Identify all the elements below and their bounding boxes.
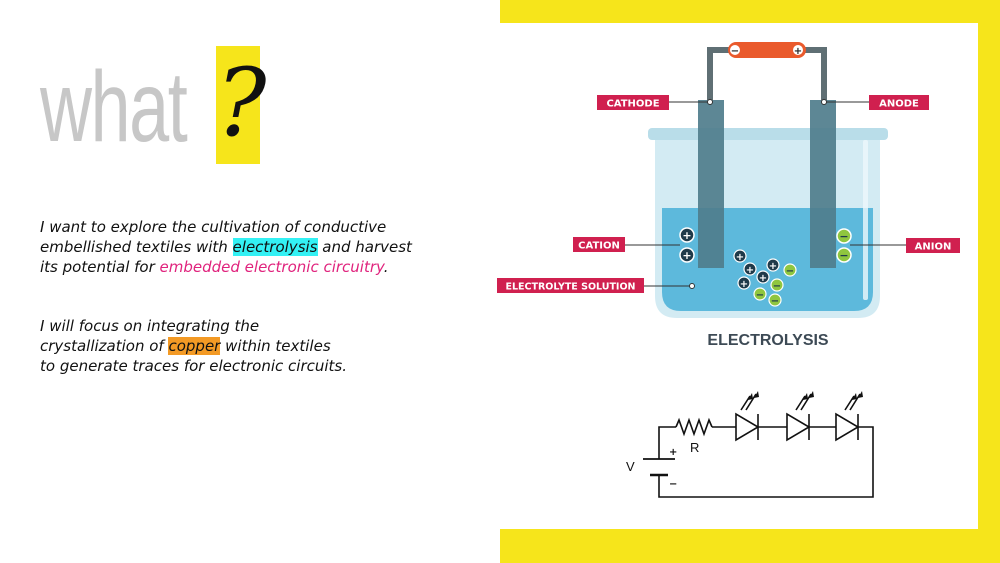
led-circuit <box>643 393 874 498</box>
led-light-rays <box>740 393 861 411</box>
svg-text:−: − <box>773 281 781 292</box>
battery-plus-terminal <box>793 45 803 55</box>
copper-highlight: copper <box>168 337 221 355</box>
anode-wire <box>805 47 827 100</box>
heading-what: what <box>40 51 188 163</box>
focus-line-1: I will focus on integrating the <box>40 317 260 335</box>
anode-label-box <box>869 95 929 110</box>
led-1 <box>735 412 760 442</box>
source-plus-sign: + <box>669 447 677 458</box>
anode-electrode <box>810 100 836 268</box>
svg-text:+: + <box>736 252 744 263</box>
svg-text:+: + <box>746 265 754 276</box>
anion-ion <box>836 247 852 263</box>
led-2 <box>786 412 811 442</box>
resistor <box>675 417 713 437</box>
svg-text:−: − <box>756 290 764 301</box>
cation-label: CATION <box>578 241 620 252</box>
focus-paragraph: I will focus on integrating the crystall… <box>40 316 347 376</box>
focus-line-2: crystallization of copper within textile… <box>40 336 347 356</box>
anion-sign: − <box>839 249 848 262</box>
led-arrowheads <box>748 391 863 400</box>
cathode-wire <box>707 47 730 100</box>
cathode-label-box <box>597 95 669 110</box>
circuit-wire-return <box>658 426 874 498</box>
source-minus-sign: − <box>669 479 677 490</box>
intro-line-3-pre: its potential for <box>40 258 160 276</box>
solution-label-box <box>497 278 644 293</box>
anions-at-anode: − − <box>836 228 852 263</box>
voltage-label: V <box>626 459 635 474</box>
svg-text:−: − <box>771 296 779 307</box>
electrolysis-title: ELECTROLYSIS <box>707 332 829 349</box>
cathode-label: CATHODE <box>606 99 659 110</box>
svg-text:+: + <box>769 261 777 272</box>
cation-sign: + <box>682 249 691 262</box>
svg-text:−: − <box>786 266 794 277</box>
svg-text:+: + <box>740 279 748 290</box>
focus-line-3: to generate traces for electronic circui… <box>40 357 347 375</box>
cation-label-box <box>573 237 625 252</box>
battery-minus-terminal <box>730 45 740 55</box>
cation-ion <box>679 227 695 243</box>
electrolysis-highlight: electrolysis <box>232 238 318 256</box>
battery <box>728 42 806 58</box>
anion-label: ANION <box>915 242 952 253</box>
intro-line-3: its potential for embedded electronic ci… <box>40 257 412 277</box>
beaker-rim <box>648 128 888 140</box>
intro-paragraph: I want to explore the cultivation of con… <box>40 217 412 277</box>
cathode-electrode <box>698 100 724 268</box>
anode-label: ANODE <box>879 99 919 110</box>
anion-label-box <box>906 238 960 253</box>
intro-line-1: I want to explore the cultivation of con… <box>40 218 387 236</box>
circuit-wire-left <box>658 426 676 459</box>
question-mark-box: ? <box>216 46 267 164</box>
focus-line-2-post: within textiles <box>220 337 331 355</box>
ion-cluster: + + + + + − − − − <box>733 249 797 307</box>
cations-at-cathode: + + <box>679 227 695 263</box>
svg-text:+: + <box>759 273 767 284</box>
question-mark: ? <box>216 49 267 158</box>
solution-label: ELECTROLYTE SOLUTION <box>506 282 636 293</box>
anion-ion <box>836 228 852 244</box>
led-3 <box>835 412 860 442</box>
cation-ion <box>679 247 695 263</box>
battery-minus-sign: − <box>731 46 739 57</box>
anion-sign: − <box>839 230 848 243</box>
intro-line-2-post: and harvest <box>317 238 412 256</box>
cation-sign: + <box>682 229 691 242</box>
intro-line-2-pre: embellished textiles with <box>40 238 233 256</box>
beaker-glare <box>863 140 868 300</box>
intro-line-3-post: . <box>383 258 389 276</box>
focus-line-2-pre: crystallization of <box>40 337 169 355</box>
battery-plus-sign: + <box>794 46 802 57</box>
embedded-circuitry-accent: embedded electronic circuitry <box>159 258 384 276</box>
resistor-label: R <box>690 440 699 455</box>
intro-line-2: embellished textiles with electrolysis a… <box>40 237 412 257</box>
